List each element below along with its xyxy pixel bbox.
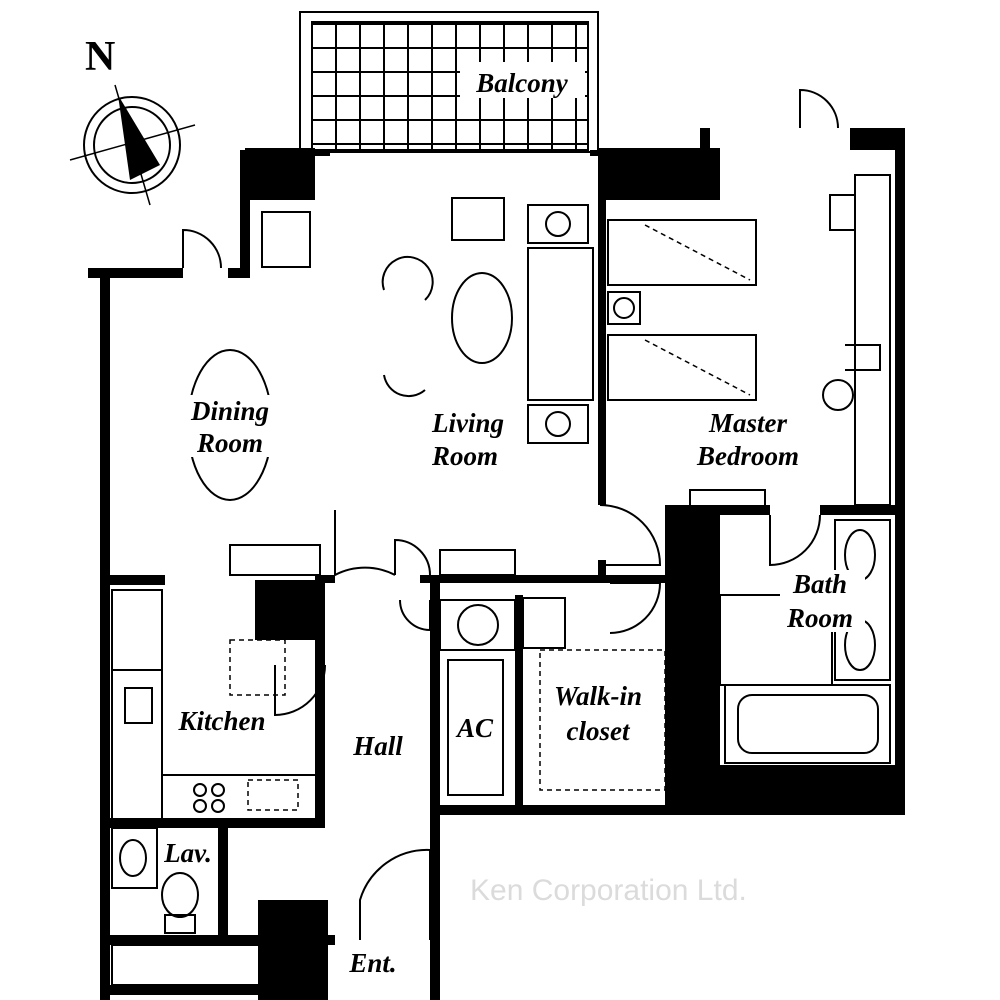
room-label-bath: Bath — [792, 569, 847, 599]
room-label-closet-2: closet — [567, 716, 631, 746]
room-label-balcony: Balcony — [475, 68, 569, 98]
room-label-master: Master — [708, 408, 788, 438]
room-label-living: Living — [431, 408, 504, 438]
north-label: N — [85, 34, 115, 80]
room-label-lav: Lav. — [163, 838, 212, 868]
room-labels: Dining Room Living Room Master Bedroom B… — [160, 395, 865, 978]
room-label-entrance: Ent. — [348, 948, 396, 978]
watermark: Ken Corporation Ltd. — [470, 874, 747, 907]
compass: N — [69, 34, 196, 206]
room-label-kitchen: Kitchen — [177, 706, 265, 736]
room-label-bath-2: Room — [786, 603, 853, 633]
balcony: Balcony — [299, 11, 599, 153]
walls — [88, 128, 905, 1000]
room-label-dining-2: Room — [196, 428, 263, 458]
room-label-ac: AC — [455, 713, 494, 743]
fixtures — [111, 88, 891, 986]
compass-needle-icon — [118, 95, 160, 180]
room-label-living-2: Room — [431, 441, 498, 471]
room-label-closet: Walk-in — [554, 681, 642, 711]
room-label-hall: Hall — [352, 731, 403, 761]
room-label-dining: Dining — [190, 396, 269, 426]
room-label-master-2: Bedroom — [696, 441, 799, 471]
